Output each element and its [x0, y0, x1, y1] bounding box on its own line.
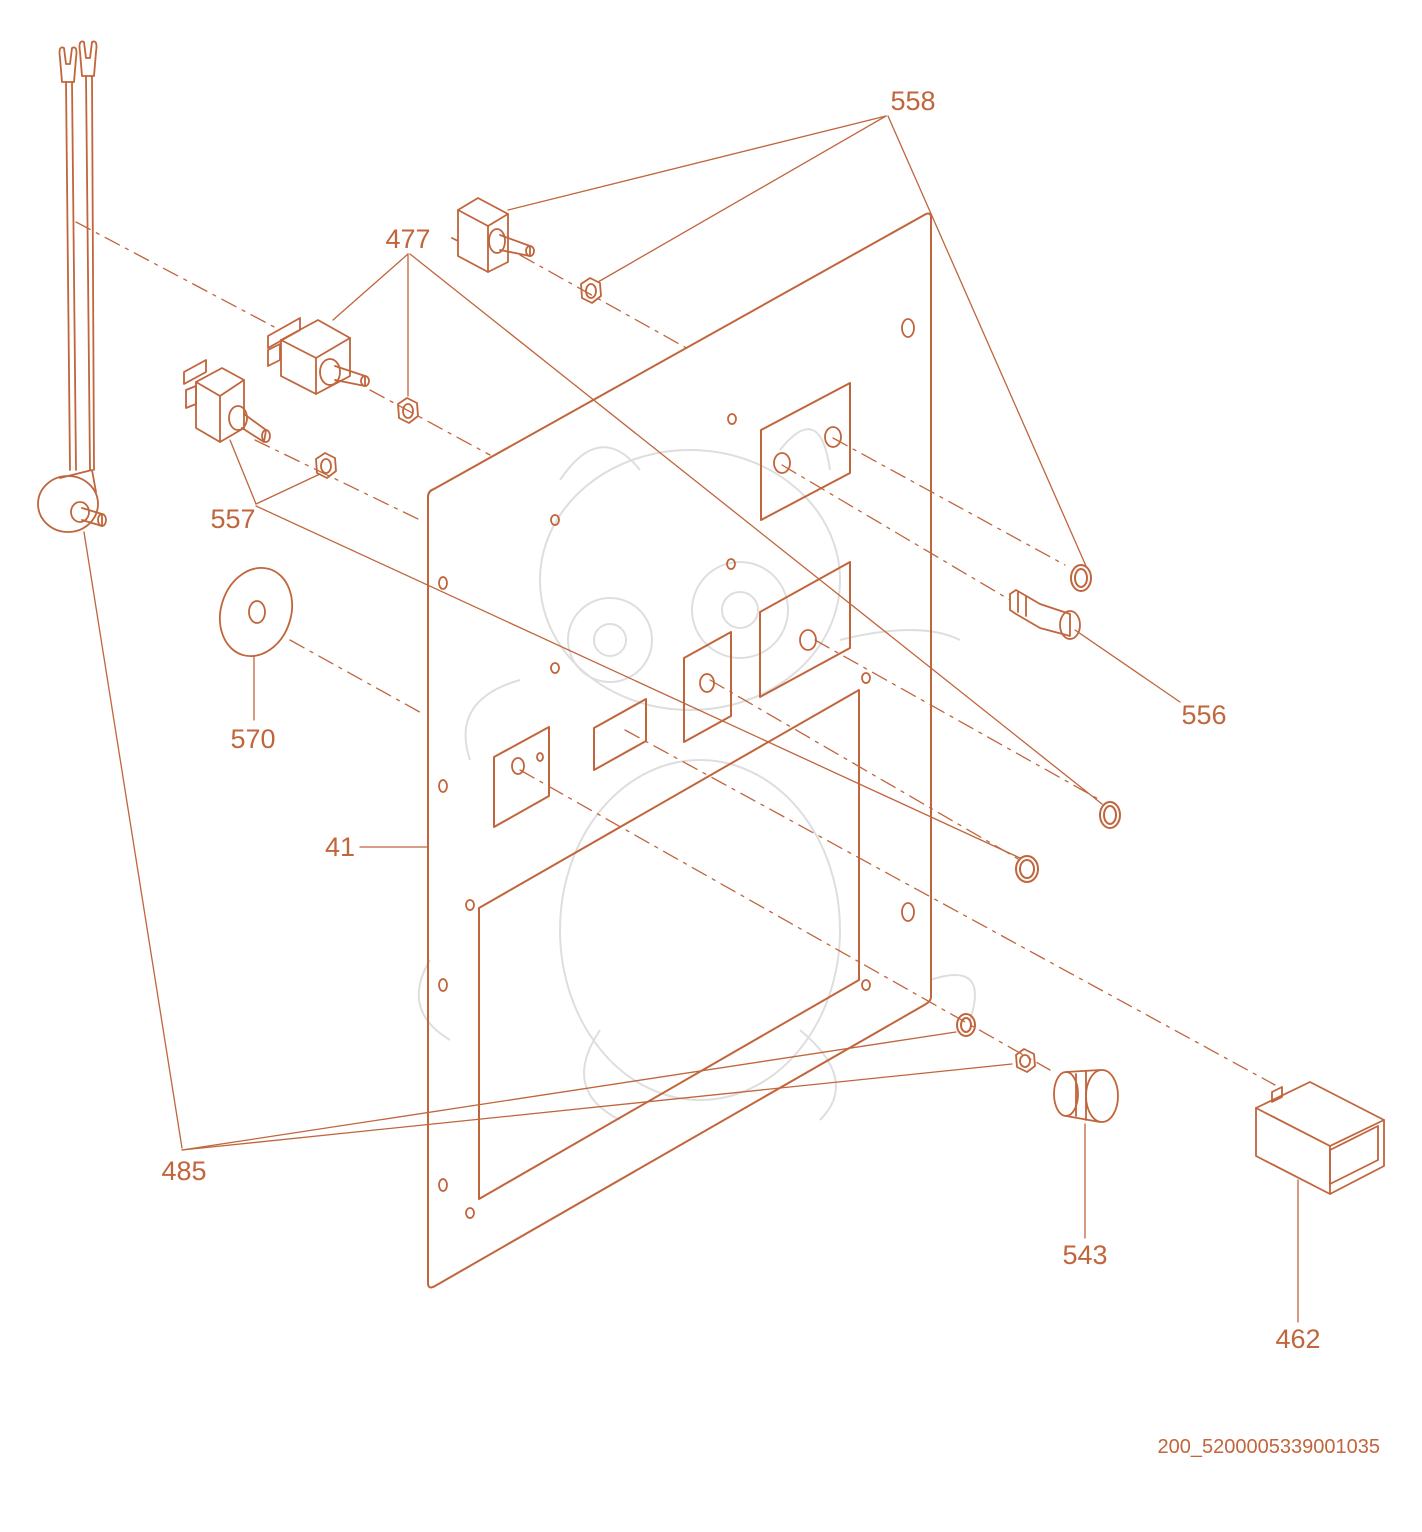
rings [956, 564, 1121, 1037]
knob-543 [1053, 1069, 1119, 1123]
toggle-switch-557 [183, 359, 271, 443]
panel-41 [427, 212, 932, 1289]
drawing-code: 200_5200005339001035 [1158, 1436, 1380, 1458]
part-label-557: 557 [210, 504, 255, 534]
part-label-558: 558 [890, 86, 935, 116]
part-label-543: 543 [1062, 1240, 1107, 1270]
hex-nut-557 [315, 452, 337, 479]
toggle-switch-558 [451, 197, 535, 273]
meter-462 [1255, 1081, 1385, 1195]
assembly-dash-lines [75, 221, 1276, 1086]
part-label-570: 570 [230, 724, 275, 754]
pilot-lamp-556 [1009, 589, 1081, 640]
part-label-485: 485 [161, 1156, 206, 1186]
watermark-dragon [417, 428, 976, 1121]
leader-lines [83, 115, 1299, 1323]
panel-holes [438, 318, 915, 1219]
hex-nut-485 [1015, 1048, 1036, 1073]
part-label-556: 556 [1181, 700, 1226, 730]
potentiometer-with-wires [37, 40, 107, 533]
toggle-switch-477 [267, 317, 370, 395]
part-label-462: 462 [1275, 1324, 1320, 1354]
hex-nut-558 [580, 277, 602, 304]
hex-nut-477 [397, 397, 419, 424]
part-label-477: 477 [385, 224, 430, 254]
washer-570 [219, 566, 293, 658]
part-label-41: 41 [325, 832, 355, 862]
